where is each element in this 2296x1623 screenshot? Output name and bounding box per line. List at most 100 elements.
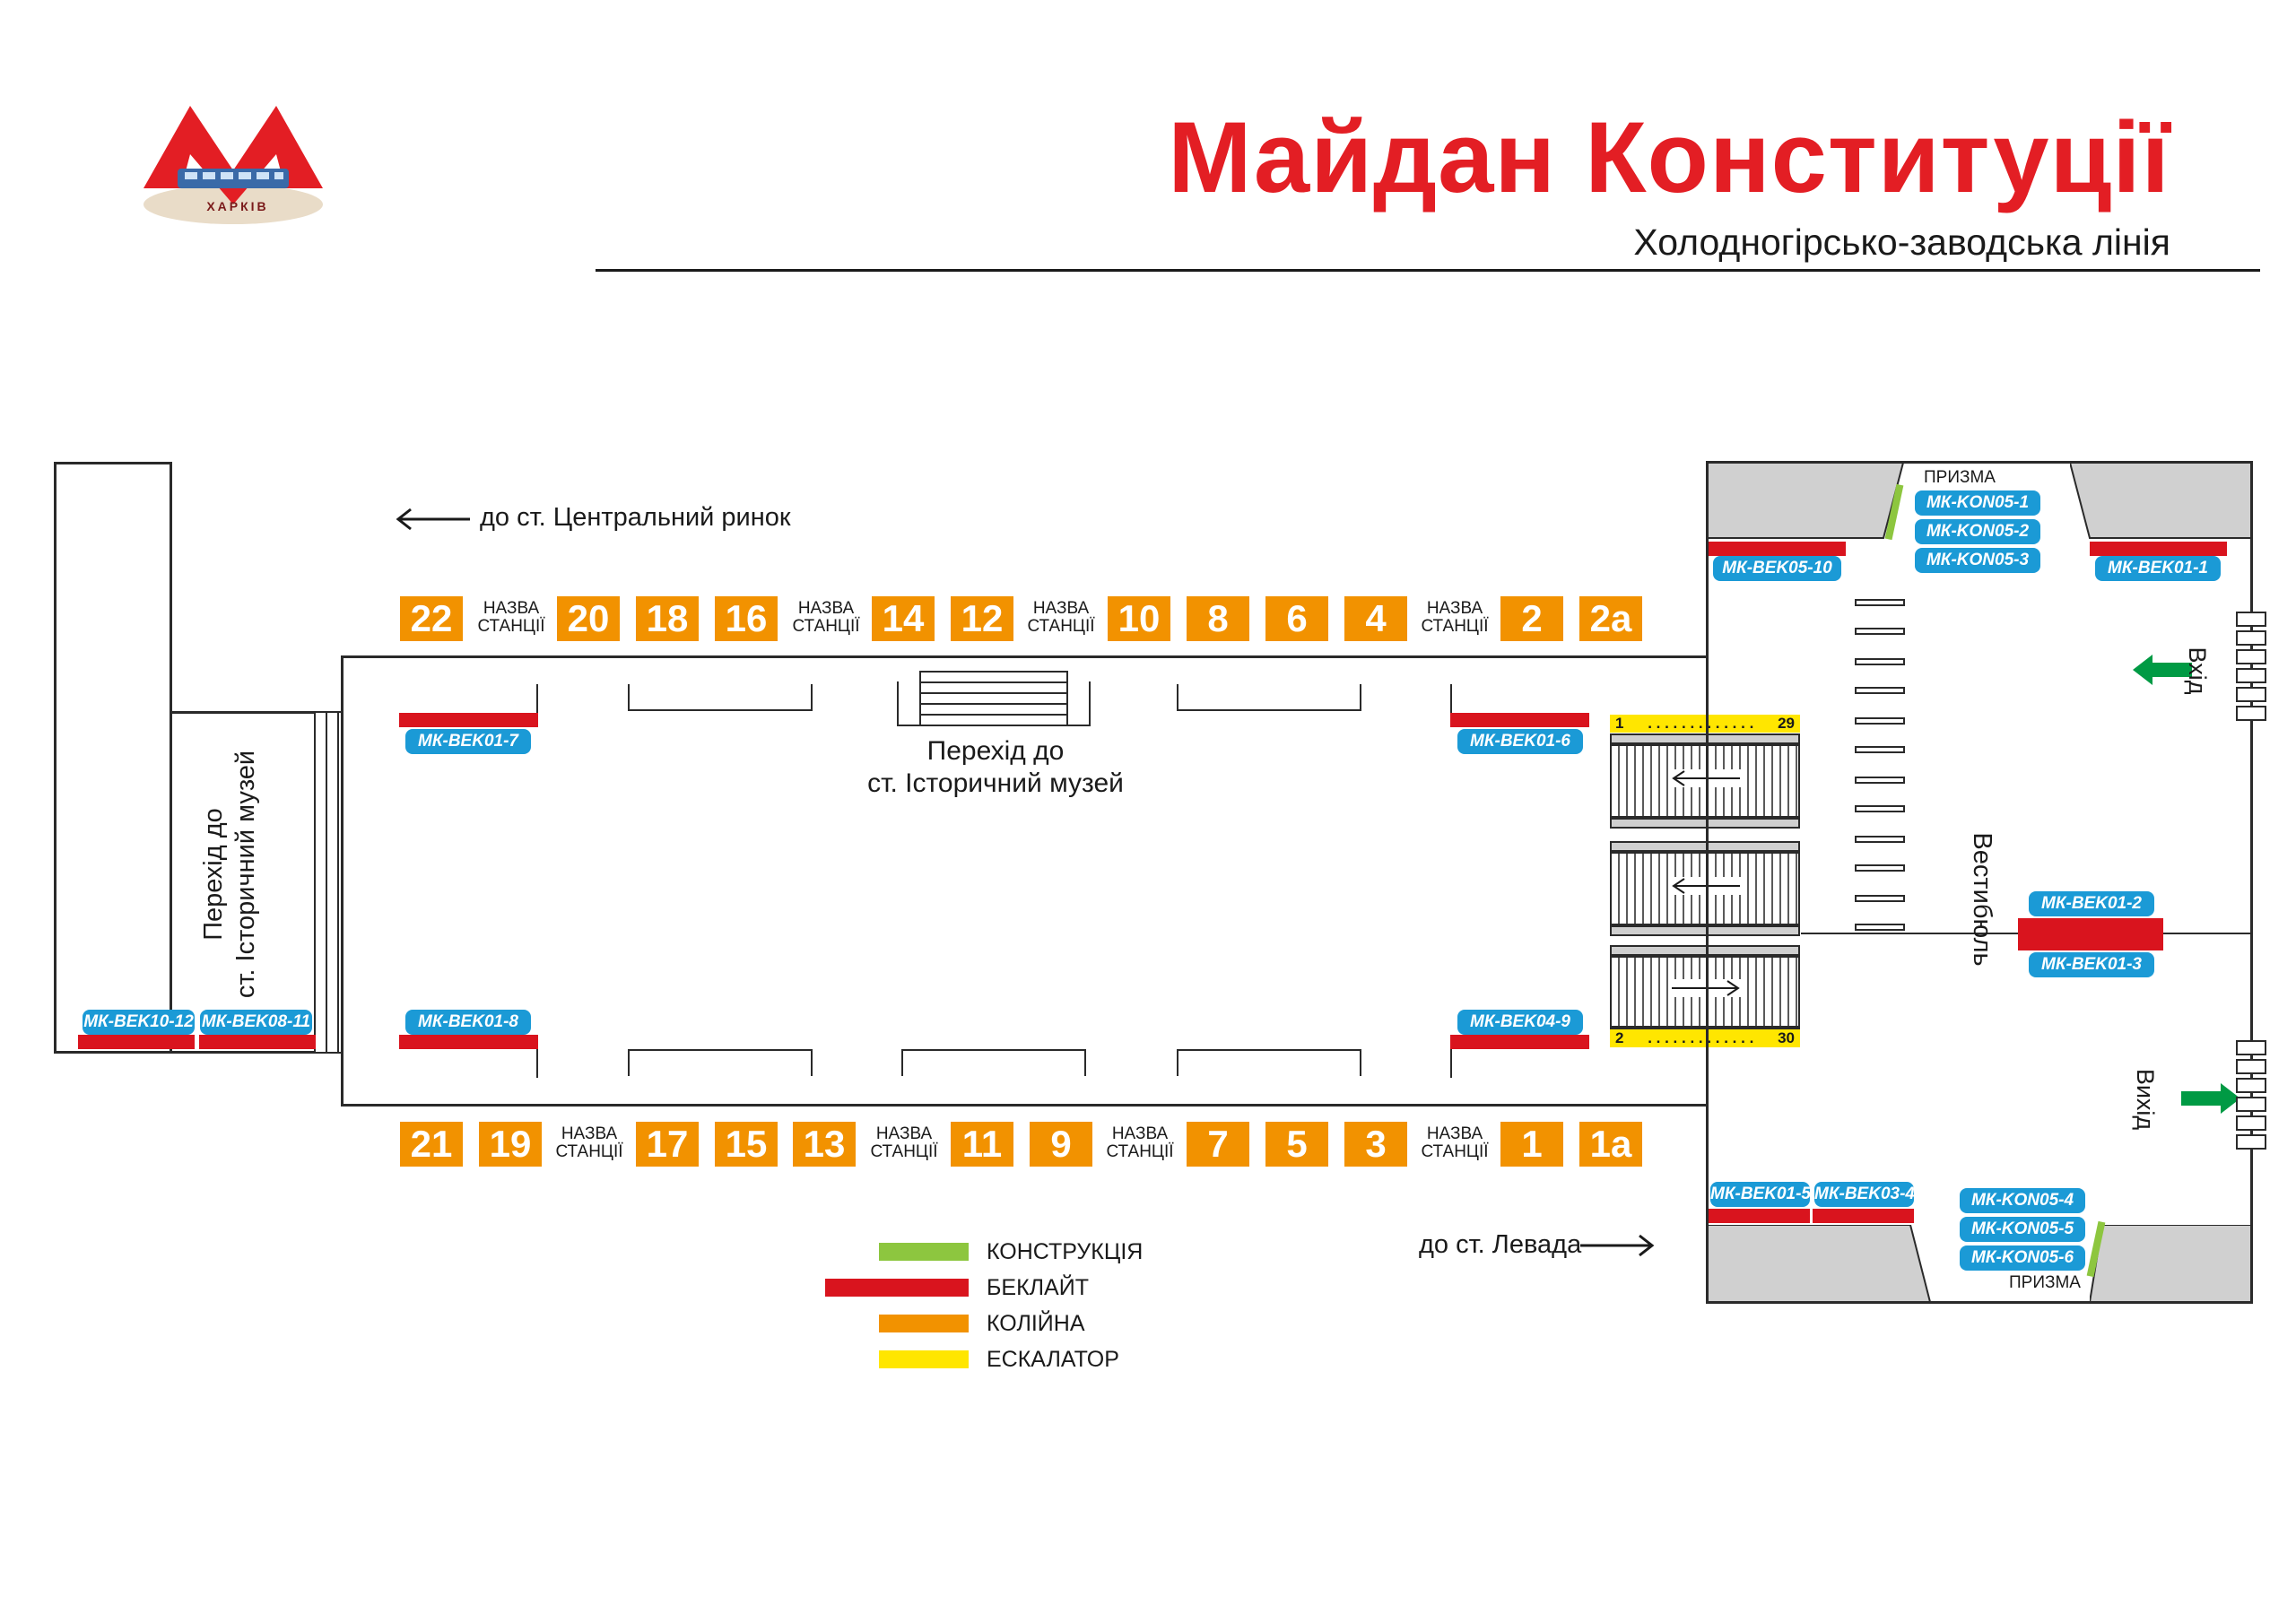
prism-bottom-text: ПРИЗМА [2009,1273,2081,1292]
station-name-slot: НАЗВА СТАНЦІЇ [1421,1124,1489,1161]
backlight-bar [1813,1209,1914,1223]
track-11: 11 [951,1122,1013,1167]
turnstile-line [1855,777,1905,784]
legend-swatch-backlight [825,1279,969,1297]
label-kon05-5: МК-KON05-5 [1960,1217,2085,1242]
column-marker [1450,1049,1452,1078]
escalator-frame [1610,925,1800,936]
left-transfer-caption: Перехід до ст. Історичний музей [197,713,269,1036]
track-9: 9 [1030,1122,1092,1167]
platform-bench-bottom [901,1049,1086,1076]
escalator-top-start: 1 [1615,715,1624,732]
backlight-bar [1709,542,1846,556]
turnstile-line [1855,599,1905,606]
vestibule-label: Вестибюль [1968,832,1996,967]
left-corridor-bottom-edge [54,1051,343,1054]
escalator-counter-bottom: 2 . . . . . . . . . . . . . 30 [1610,1029,1800,1047]
track-21: 21 [400,1122,463,1167]
label-bek10-12: МК-BEK10-12 [83,1010,195,1035]
vestibule-stairs-bottom-right [2088,1224,2252,1306]
turnstile-line [1855,687,1905,694]
prism-top-text: ПРИЗМА [1924,468,1996,487]
label-bek01-3: МК-BEK01-3 [2029,952,2154,977]
arrow-right-icon [1578,1234,1656,1262]
escalator-bottom-dots: . . . . . . . . . . . . . [1648,1029,1754,1046]
turnstile-line [1855,836,1905,843]
legend: КОНСТРУКЦІЯ БЕКЛАЙТ КОЛІЙНА ЕСКАЛАТОР [825,1237,1202,1390]
exit-arrow-icon [2181,1083,2240,1118]
station-name-slot: НАЗВА СТАНЦІЇ [1106,1124,1174,1161]
entry-door [2236,612,2266,627]
station-name-slot: НАЗВА СТАНЦІЇ [1421,599,1489,636]
track-3: 3 [1344,1122,1407,1167]
legend-label-track: КОЛІЙНА [987,1311,1085,1336]
track-15: 15 [715,1122,778,1167]
label-kon05-1: МК-KON05-1 [1915,490,2040,516]
platform-bench-bottom [628,1049,813,1076]
column-marker [536,684,538,713]
entry-door [2236,687,2266,702]
track-19: 19 [479,1122,542,1167]
turnstile-line [1855,658,1905,665]
vestibule-stairs-bottom-left [1707,1224,1932,1306]
platform-bench [1177,684,1361,711]
center-transfer-line-1: Перехід до [926,736,1065,766]
legend-label-backlight: БЕКЛАЙТ [987,1275,1089,1300]
legend-swatch-construction [879,1243,969,1261]
backlight-bar-center [2018,918,2163,950]
exit-label: Вихід [2132,1068,2159,1131]
label-bek03-4: МК-BEK03-4 [1814,1182,1914,1207]
track-17: 17 [636,1122,699,1167]
exit-door [2236,1097,2266,1112]
direction-bottom-text: до ст. Левада [1419,1230,1582,1259]
exit-door [2236,1040,2266,1055]
line-subtitle: Холодногірсько-заводська лінія [1633,221,2170,263]
track-22: 22 [400,596,463,641]
label-kon05-6: МК-KON05-6 [1960,1245,2085,1271]
legend-swatch-track [879,1315,969,1332]
track-6: 6 [1265,596,1328,641]
metro-logo: ХАРКІВ [135,99,332,233]
label-bek01-2: МК-BEK01-2 [2029,891,2154,916]
station-name-slot: НАЗВА СТАНЦІЇ [477,599,545,636]
track-2a: 2а [1579,596,1642,641]
track-18: 18 [636,596,699,641]
entry-door [2236,630,2266,646]
label-kon05-4: МК-KON05-4 [1960,1188,2085,1213]
legend-label-construction: КОНСТРУКЦІЯ [987,1239,1144,1264]
label-bek01-5: МК-BEK01-5 [1710,1182,1810,1207]
station-name-slot: НАЗВА СТАНЦІЇ [870,1124,938,1161]
track-1a: 1а [1579,1122,1642,1167]
platform-bench [628,684,813,711]
station-name-slot: НАЗВА СТАНЦІЇ [1027,599,1095,636]
escalator-frame [1610,818,1800,829]
backlight-bar [1450,1035,1589,1049]
label-bek08-11: МК-BEK08-11 [200,1010,312,1035]
left-corridor-outline [54,462,172,1054]
exit-door [2236,1078,2266,1093]
turnstile-line [1855,895,1905,902]
turnstile-line [1855,746,1905,753]
vestibule-stairs-top-right [2068,462,2252,544]
left-transfer-line-1: Перехід до [199,808,228,941]
track-16: 16 [715,596,778,641]
track-12: 12 [951,596,1013,641]
backlight-bar [399,1035,538,1049]
vestibule-stairs-top-left [1707,462,1905,544]
escalator-bottom-end: 30 [1778,1029,1795,1046]
track-20: 20 [557,596,620,641]
legend-label-escalator: ЕСКАЛАТОР [987,1347,1119,1372]
turnstile-line [1855,924,1905,931]
transfer-stairs-frame [897,681,1091,726]
label-bek05-10: МК-BEK05-10 [1713,556,1841,581]
logo-city-text: ХАРКІВ [206,199,269,213]
turnstile-line [1855,628,1905,635]
escalator-frame [1610,945,1800,956]
page-title: Майдан Конституції [1168,101,2170,213]
backlight-bar [199,1035,316,1049]
turnstile-line [1855,717,1905,725]
backlight-bar [1450,713,1589,727]
entry-door [2236,668,2266,683]
station-name-slot: НАЗВА СТАНЦІЇ [555,1124,623,1161]
center-transfer-line-2: ст. Історичний музей [867,768,1124,798]
